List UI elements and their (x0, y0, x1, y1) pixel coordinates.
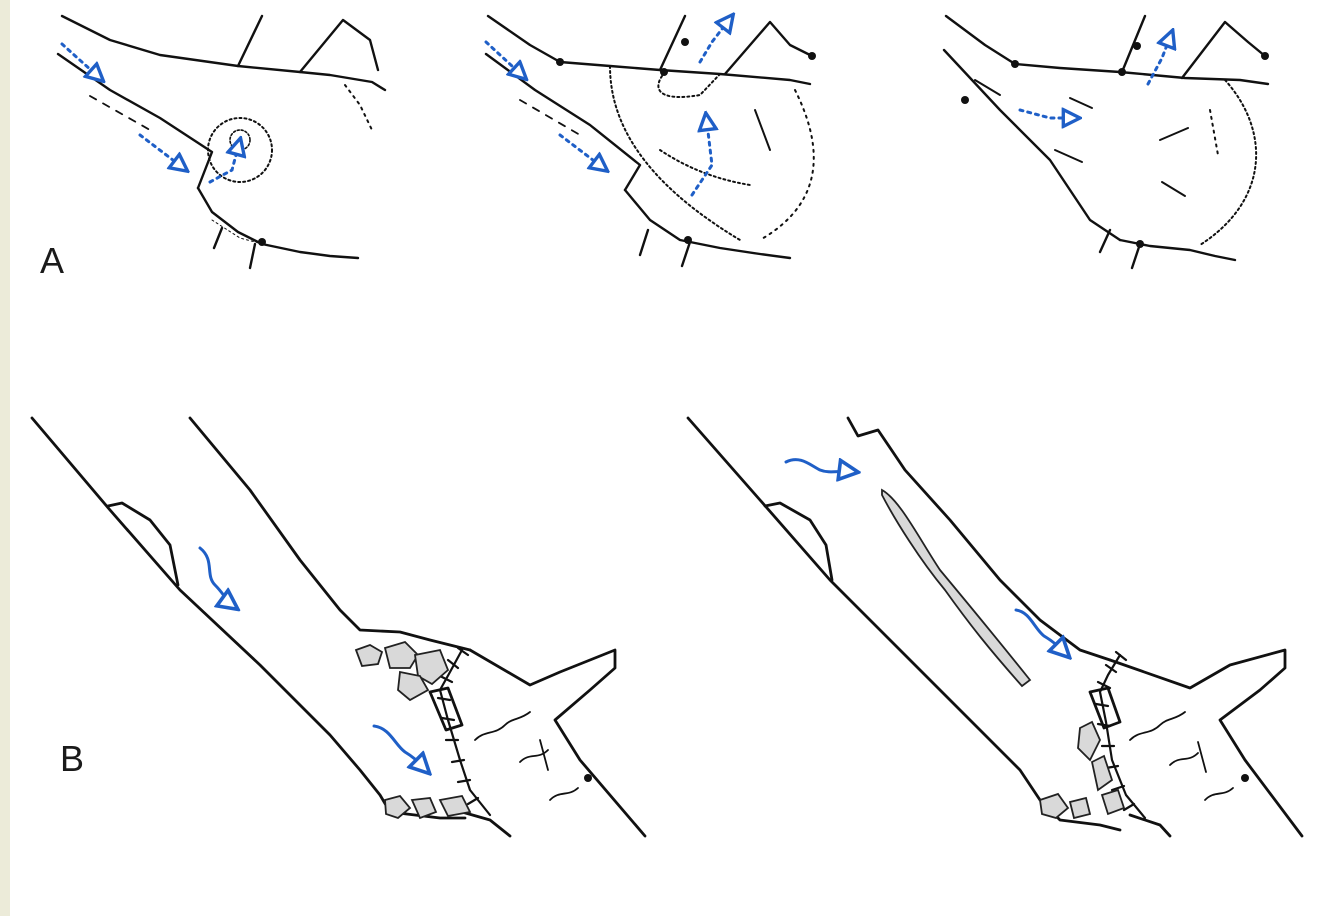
blue-dotted-arrow-icon (560, 135, 606, 170)
blue-wavy-arrow-icon (200, 548, 236, 608)
dashed-scarp-inner (1210, 110, 1218, 155)
valley-upper-bank (488, 16, 810, 84)
point-marker (1136, 240, 1144, 248)
valley-lower-bank (944, 50, 1120, 240)
debris-block (356, 645, 382, 666)
flow-dash (1162, 182, 1185, 196)
slide-lobe (658, 72, 720, 97)
wavy-line (1205, 788, 1233, 800)
tributary-cliff (238, 16, 262, 66)
valley-left-wall (32, 418, 465, 818)
debris-block (1092, 756, 1112, 790)
side-valley-ticks (1100, 230, 1140, 268)
point-marker (961, 96, 969, 104)
flow-dash (1055, 150, 1082, 162)
blue-dotted-arrow-icon (486, 42, 525, 78)
blue-wavy-arrow-icon (374, 726, 428, 772)
slide-ridge-2 (755, 110, 770, 150)
valley-floor-lower (625, 190, 790, 258)
wavy-line (550, 788, 578, 800)
point-marker (556, 58, 564, 66)
blue-dotted-arrow-icon (1020, 110, 1078, 118)
panel-b1 (32, 418, 645, 836)
blue-dotted-arrow-icon (700, 16, 732, 62)
debris-block (385, 642, 418, 668)
wavy-line (1170, 753, 1198, 765)
valley-upper-bank (946, 16, 1268, 84)
wavy-line (475, 712, 530, 740)
slide-scar-outer (610, 66, 740, 240)
dashed-inner-line (520, 100, 580, 135)
valley-floor-lower (198, 188, 358, 258)
debris-block (1070, 798, 1090, 818)
panel-label-a: A (40, 240, 64, 282)
tributary-valley (1110, 650, 1302, 836)
point-marker (660, 68, 668, 76)
valley-lower-bank (486, 54, 640, 190)
side-bump (765, 503, 832, 580)
wavy-line (1130, 712, 1185, 740)
side-valley-ticks (640, 230, 690, 266)
dashed-inner-line (90, 96, 150, 130)
side-bump (108, 503, 178, 585)
point-marker (1133, 42, 1141, 50)
tributary-valley (470, 650, 645, 836)
point-marker (681, 38, 689, 46)
debris-block (1078, 722, 1100, 760)
tributary-ridge (300, 20, 378, 72)
debris-block (440, 796, 470, 816)
blue-wavy-arrow-icon (786, 460, 856, 472)
tributary-cliff (1122, 16, 1145, 72)
dashed-scarp (1200, 80, 1256, 245)
flow-dash (1160, 128, 1188, 140)
point-marker (1011, 60, 1019, 68)
blue-wavy-arrow-icon (1016, 610, 1068, 656)
blue-dotted-arrow-icon (140, 135, 186, 170)
panel-a2 (486, 16, 816, 266)
panel-a3 (944, 16, 1269, 268)
tributary-lower (1130, 815, 1170, 836)
panel-b2 (688, 418, 1302, 836)
panel-label-b: B (60, 738, 84, 780)
valley-right-wall (190, 418, 470, 650)
valley-left-wall (688, 418, 1120, 830)
point-marker (684, 236, 692, 244)
point-marker (584, 774, 592, 782)
debris-block (1102, 790, 1124, 814)
slide-ridge-1 (660, 150, 750, 185)
tributary-ridge (1182, 22, 1265, 78)
point-marker (258, 238, 266, 246)
dashed-scarp (760, 90, 814, 240)
point-marker (1241, 774, 1249, 782)
flow-dash (1070, 98, 1092, 108)
debris-block (1040, 794, 1068, 818)
crack-line (1198, 742, 1206, 772)
blue-dotted-arrow-icon (692, 115, 712, 195)
panel-a1 (58, 16, 385, 268)
dashed-scarp (345, 85, 372, 130)
point-marker (808, 52, 816, 60)
tributary-ridge (725, 22, 812, 74)
point-marker (1261, 52, 1269, 60)
blue-dotted-arrow-icon (210, 140, 240, 182)
point-marker (1118, 68, 1126, 76)
